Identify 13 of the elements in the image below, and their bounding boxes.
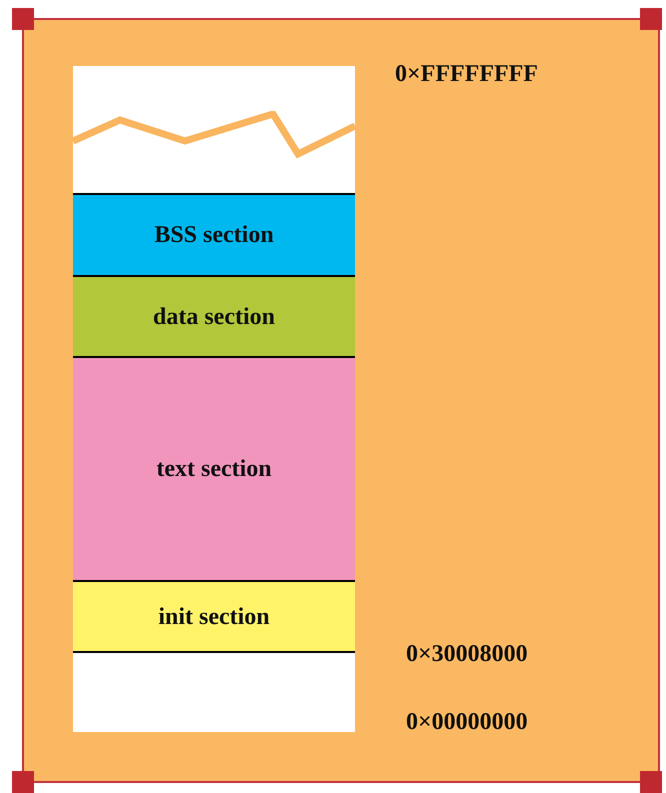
memory-section xyxy=(73,580,355,651)
address-label: 0×FFFFFFFF xyxy=(395,60,538,89)
section-label: data section xyxy=(153,302,275,332)
memory-region xyxy=(73,66,355,193)
section-label: BSS section xyxy=(154,221,274,250)
address-label: 0×30008000 xyxy=(406,640,528,669)
memory-section xyxy=(73,356,355,580)
section-label: init section xyxy=(158,602,270,632)
address-label: 0×00000000 xyxy=(406,708,528,737)
memory-section xyxy=(73,193,355,275)
section-label: text section xyxy=(156,455,272,484)
memory-section xyxy=(73,275,355,356)
memory-region xyxy=(73,651,355,732)
